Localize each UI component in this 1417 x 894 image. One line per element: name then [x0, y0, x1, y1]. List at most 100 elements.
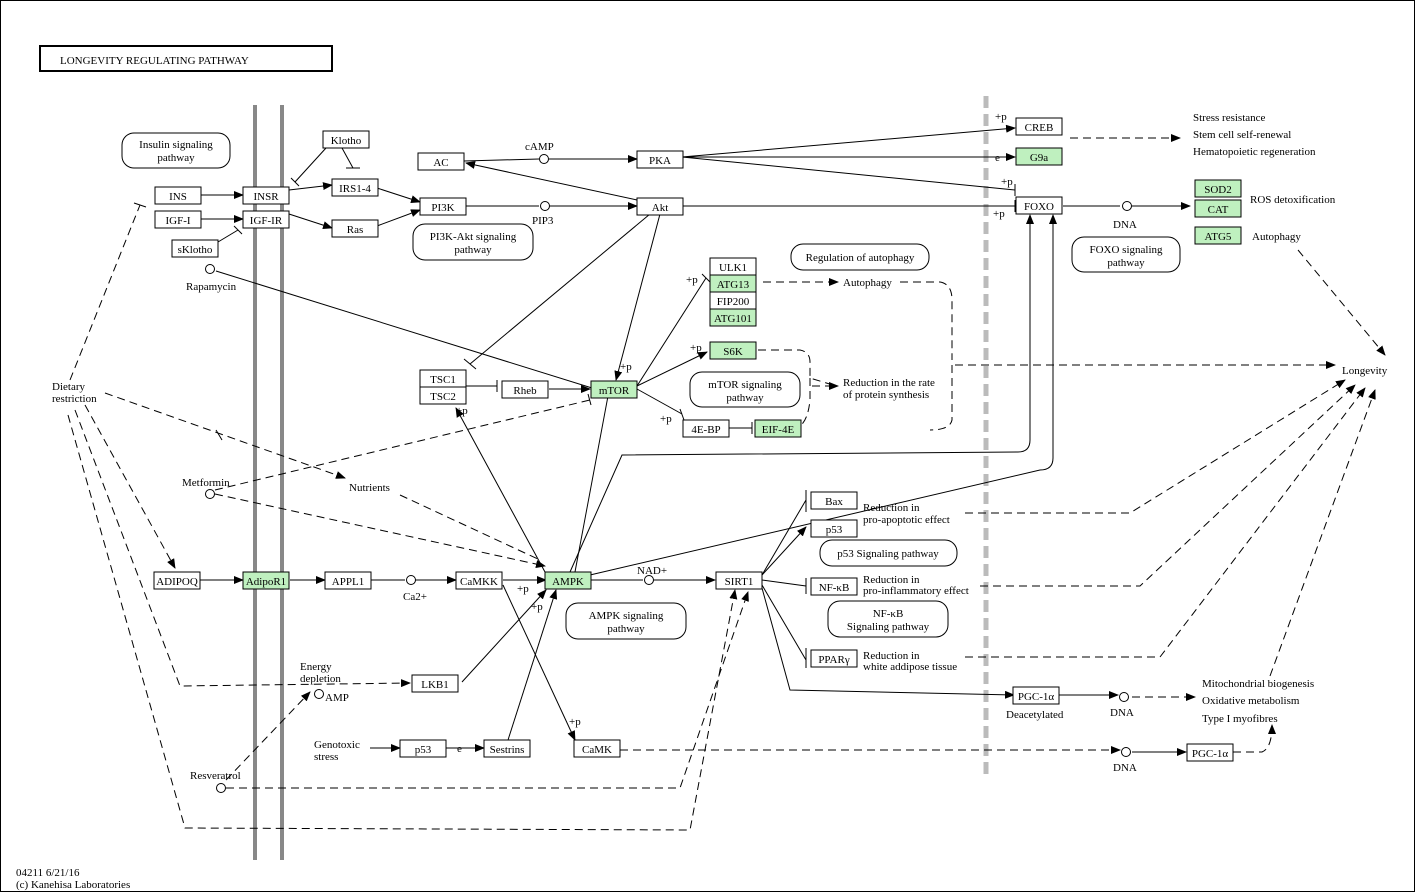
gene-pka[interactable]: PKA: [636, 150, 684, 169]
label-stress-3: Hematopoietic regeneration: [1193, 146, 1316, 158]
gene-camkk[interactable]: CaMKK: [455, 571, 503, 590]
gene-foxo[interactable]: FOXO: [1015, 196, 1063, 215]
gene-insr[interactable]: INSR: [242, 186, 290, 205]
label-dna-3: DNA: [1113, 762, 1137, 774]
gene-creb[interactable]: CREB: [1015, 117, 1063, 136]
diagram-title: LONGEVITY REGULATING PATHWAY: [60, 55, 249, 67]
label-rapamycin: Rapamycin: [186, 281, 237, 293]
gene-lkb1[interactable]: LKB1: [411, 674, 459, 693]
compound-metformin[interactable]: [205, 489, 215, 499]
compound-ca2[interactable]: [406, 575, 416, 585]
pathway-autophagy-reg[interactable]: Regulation of autophagy: [790, 243, 930, 271]
compound-dna-2[interactable]: [1119, 692, 1129, 702]
label-energy-1: Energy: [300, 661, 332, 673]
compound-dna-1[interactable]: [1122, 201, 1132, 211]
gene-mtor[interactable]: mTOR: [590, 380, 638, 399]
gene-nfkb[interactable]: NF-κB: [810, 577, 858, 596]
gene-appl1[interactable]: APPL1: [324, 571, 372, 590]
gene-rheb[interactable]: Rheb: [501, 380, 549, 399]
compound-amp[interactable]: [314, 689, 324, 699]
gene-ras[interactable]: Ras: [331, 219, 379, 238]
label-stress-1: Stress resistance: [1193, 112, 1266, 124]
label-phospho: +p: [531, 601, 543, 613]
compound-nad[interactable]: [644, 575, 654, 585]
gene-ins[interactable]: INS: [154, 186, 202, 205]
gene-sklotho[interactable]: sKlotho: [171, 239, 219, 258]
gene-pgc1a-2[interactable]: PGC-1α: [1186, 743, 1234, 762]
compound-rapamycin[interactable]: [205, 264, 215, 274]
gene-tsc1[interactable]: TSC1: [419, 369, 467, 388]
gene-igf1[interactable]: IGF-I: [154, 210, 202, 229]
label-phospho: +p: [686, 274, 698, 286]
svg-text:ATG13: ATG13: [717, 279, 750, 291]
label-reduction-prot-1: Reduction in the rate: [843, 377, 935, 389]
gene-atg5[interactable]: ATG5: [1194, 226, 1242, 245]
gene-atg13[interactable]: ATG13: [709, 274, 757, 293]
svg-text:ULK1: ULK1: [719, 262, 747, 274]
gene-tsc2[interactable]: TSC2: [419, 386, 467, 405]
label-phospho: +p: [660, 413, 672, 425]
gene-sirt1[interactable]: SIRT1: [715, 571, 763, 590]
svg-text:IGF-I: IGF-I: [165, 215, 190, 227]
gene-igf1r[interactable]: IGF-IR: [242, 210, 290, 229]
compound-dna-3[interactable]: [1121, 747, 1131, 757]
label-dietary-2: restriction: [52, 393, 97, 405]
compound-pip3[interactable]: [540, 201, 550, 211]
footer-line-1: 04211 6/21/16: [16, 867, 80, 879]
svg-text:p53 Signaling pathway: p53 Signaling pathway: [837, 548, 939, 560]
gene-ampk[interactable]: AMPK: [544, 571, 592, 590]
compound-camp[interactable]: [539, 154, 549, 164]
gene-ac[interactable]: AC: [417, 152, 465, 171]
svg-text:CaMKK: CaMKK: [460, 576, 498, 588]
gene-adipoq[interactable]: ADIPOQ: [153, 571, 201, 590]
gene-pparg[interactable]: PPARγ: [810, 649, 858, 668]
pathway-p53[interactable]: p53 Signaling pathway: [819, 539, 958, 567]
labels: cAMP PIP3 Rapamycin DNA Stress resistanc…: [52, 111, 1388, 782]
gene-ulk1[interactable]: ULK1: [709, 257, 757, 276]
svg-text:IRS1-4: IRS1-4: [339, 183, 371, 195]
gene-cat[interactable]: CAT: [1194, 199, 1242, 218]
gene-irs[interactable]: IRS1-4: [331, 178, 379, 197]
gene-adipor1[interactable]: AdipoR1: [242, 571, 290, 590]
gene-pgc1a-1[interactable]: PGC-1α: [1012, 686, 1060, 705]
gene-sod2[interactable]: SOD2: [1194, 179, 1242, 198]
gene-camk[interactable]: CaMK: [573, 739, 621, 758]
label-apop-1: Reduction in: [863, 502, 920, 514]
gene-bax[interactable]: Bax: [810, 491, 858, 510]
gene-p53-b[interactable]: p53: [399, 739, 447, 758]
gene-p53-a[interactable]: p53: [810, 519, 858, 538]
gene-fip200[interactable]: FIP200: [709, 291, 757, 310]
gene-klotho[interactable]: Klotho: [322, 130, 370, 149]
gene-akt[interactable]: Akt: [636, 197, 684, 216]
label-energy-2: depletion: [300, 673, 341, 685]
svg-text:PPARγ: PPARγ: [818, 654, 850, 666]
gene-4ebp[interactable]: 4E-BP: [682, 419, 730, 438]
svg-text:IGF-IR: IGF-IR: [250, 215, 283, 227]
svg-text:Signaling pathway: Signaling pathway: [847, 621, 930, 633]
label-dna-2: DNA: [1110, 707, 1134, 719]
svg-text:FIP200: FIP200: [717, 296, 750, 308]
svg-text:Sestrins: Sestrins: [490, 744, 525, 756]
label-genotoxic-1: Genotoxic: [314, 739, 360, 751]
label-ros: ROS detoxification: [1250, 194, 1336, 206]
gene-g9a[interactable]: G9a: [1015, 147, 1063, 166]
gene-atg101[interactable]: ATG101: [709, 308, 757, 327]
gene-s6k[interactable]: S6K: [709, 341, 757, 360]
svg-text:ATG101: ATG101: [714, 313, 752, 325]
svg-text:p53: p53: [415, 744, 432, 756]
gene-sestrins[interactable]: Sestrins: [483, 739, 531, 758]
label-white-1: Reduction in: [863, 650, 920, 662]
gene-pi3k[interactable]: PI3K: [419, 197, 467, 216]
svg-text:PGC-1α: PGC-1α: [1018, 691, 1055, 703]
svg-text:SOD2: SOD2: [1204, 184, 1232, 196]
gene-eif4e[interactable]: EIF-4E: [754, 419, 802, 438]
compound-resveratrol[interactable]: [216, 783, 226, 793]
svg-text:INS: INS: [169, 191, 187, 203]
